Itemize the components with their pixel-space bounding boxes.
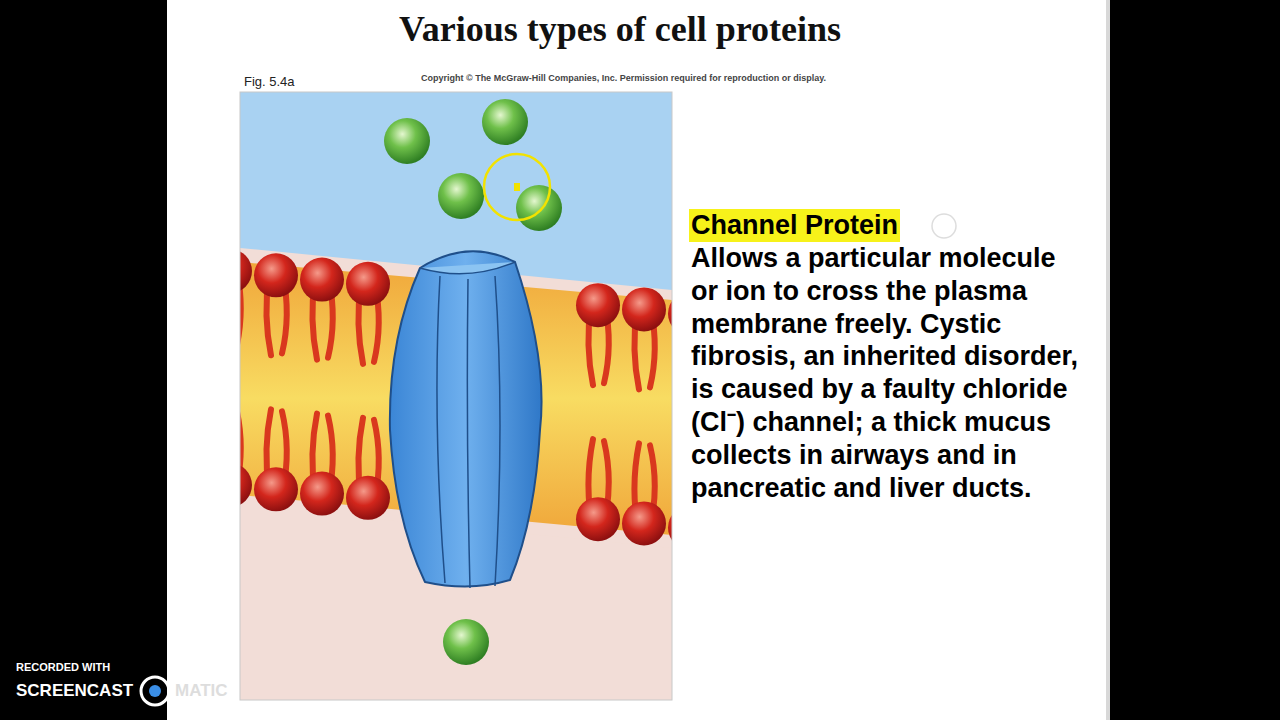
molecules — [384, 99, 562, 665]
phospholipid — [622, 501, 666, 545]
phospholipid — [300, 472, 344, 516]
channel-protein — [390, 251, 542, 588]
phospholipid — [240, 463, 252, 507]
watermark: SCREENCAST — [16, 681, 133, 701]
watermark: RECORDED WITH — [16, 661, 110, 673]
phospholipid — [346, 262, 390, 306]
phospholipid — [668, 292, 672, 336]
phospholipid — [576, 283, 620, 327]
watermark: MATIC — [175, 681, 228, 701]
phospholipid — [668, 506, 672, 550]
figure-number: Fig. 5.4a — [244, 74, 295, 89]
phospholipid — [254, 253, 298, 297]
phospholipid — [576, 497, 620, 541]
slide — [167, 0, 1110, 720]
logo-icon — [141, 677, 169, 705]
phospholipid — [622, 287, 666, 331]
slide-title: Various types of cell proteins — [399, 8, 841, 50]
phospholipid — [240, 249, 252, 293]
highlighted-heading: Channel Protein — [689, 209, 900, 242]
body-text: Allows a particular molecule or ion to c… — [691, 242, 1086, 504]
phospholipid — [254, 467, 298, 511]
phospholipid — [346, 476, 390, 520]
cursor-ring — [484, 154, 550, 220]
phospholipid — [300, 258, 344, 302]
cytoplasm — [240, 92, 672, 700]
copyright-note: Copyright © The McGraw-Hill Companies, I… — [421, 73, 826, 83]
